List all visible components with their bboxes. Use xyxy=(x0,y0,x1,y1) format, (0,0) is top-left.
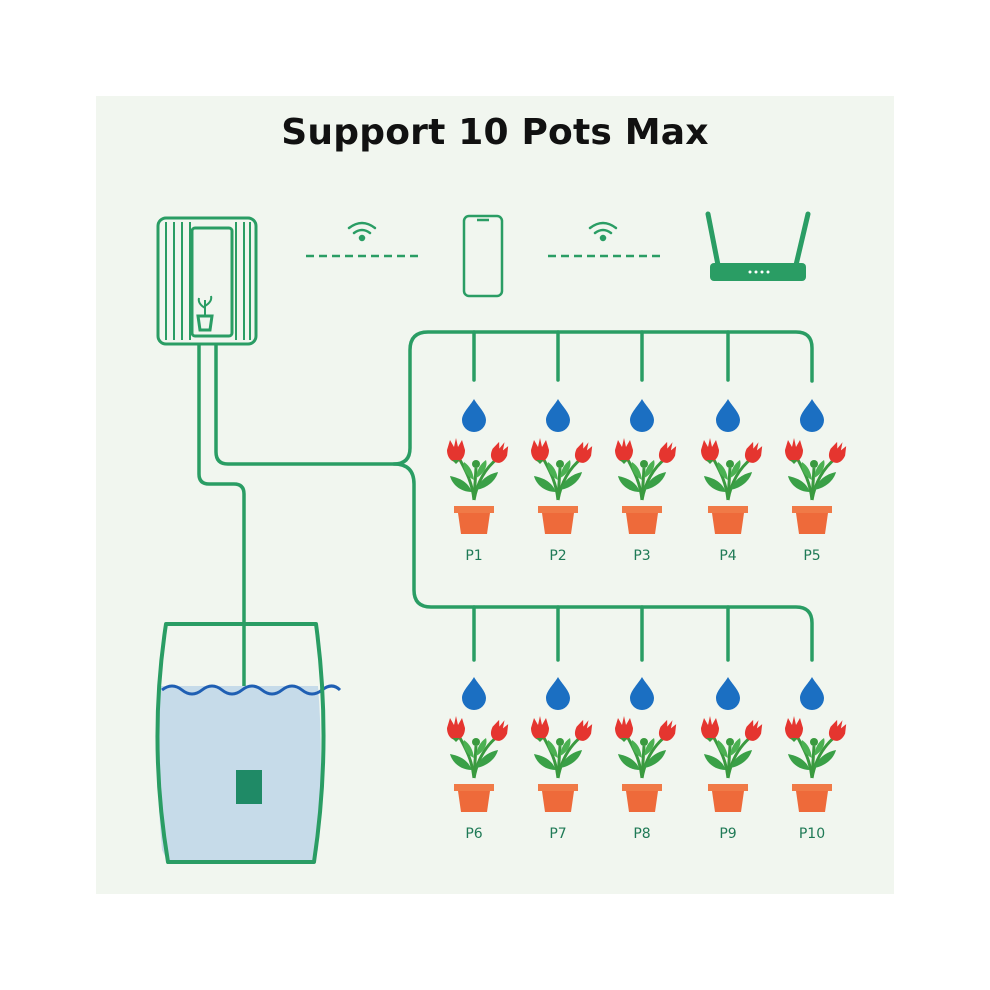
water-drop-icon xyxy=(716,399,740,432)
flower-icon xyxy=(613,714,682,780)
flower-icon xyxy=(529,714,598,780)
controller-device-icon xyxy=(156,216,258,346)
water-drop-icon xyxy=(800,677,824,710)
water-drop-icon xyxy=(462,399,486,432)
pot-label: P4 xyxy=(719,548,736,564)
smartphone-icon xyxy=(462,214,504,298)
pot-label: P9 xyxy=(719,826,736,842)
flower-icon xyxy=(445,436,514,502)
pot-label: P8 xyxy=(633,826,650,842)
flower-pot-icon xyxy=(792,506,832,534)
pot-label: P2 xyxy=(549,548,566,564)
water-pipes xyxy=(197,330,814,777)
flower-icon xyxy=(613,436,682,502)
flower-icon xyxy=(699,436,768,502)
pot-unit: P5 xyxy=(783,399,852,564)
water-surface xyxy=(161,684,342,696)
flower-pot-icon xyxy=(454,506,494,534)
water-tank xyxy=(155,622,342,864)
pot-unit: P6 xyxy=(445,677,514,842)
flower-icon xyxy=(783,714,852,780)
flower-pot-icon xyxy=(708,506,748,534)
water-drop-icon xyxy=(716,677,740,710)
diagram-title: Support 10 Pots Max xyxy=(281,112,709,153)
flower-pot-icon xyxy=(538,784,578,812)
flower-icon xyxy=(529,436,598,502)
water-drop-icon xyxy=(630,399,654,432)
pot-unit: P7 xyxy=(529,677,598,842)
pot-unit: P3 xyxy=(613,399,682,564)
wifi-icon xyxy=(347,221,377,242)
flower-pot-icon xyxy=(622,506,662,534)
pot-unit: P1 xyxy=(445,399,514,564)
pot-label: P10 xyxy=(799,826,825,842)
pump-icon xyxy=(236,770,262,804)
flower-pot-icon xyxy=(622,784,662,812)
pot-label: P5 xyxy=(803,548,820,564)
water-drop-icon xyxy=(630,677,654,710)
water-drop-icon xyxy=(546,677,570,710)
pot-label: P6 xyxy=(465,826,482,842)
pot-unit: P4 xyxy=(699,399,768,564)
pot-label: P3 xyxy=(633,548,650,564)
flower-pot-icon xyxy=(538,506,578,534)
flower-pot-icon xyxy=(708,784,748,812)
flower-icon xyxy=(699,714,768,780)
water-drop-icon xyxy=(462,677,486,710)
pot-label: P7 xyxy=(549,826,566,842)
pot-unit: P10 xyxy=(783,677,852,842)
wifi-icon xyxy=(588,221,618,242)
water-drop-icon xyxy=(546,399,570,432)
pot-unit: P8 xyxy=(613,677,682,842)
router-icon xyxy=(705,211,811,281)
water-drop-icon xyxy=(800,399,824,432)
flower-pot-icon xyxy=(792,784,832,812)
flower-icon xyxy=(445,714,514,780)
pot-label: P1 xyxy=(465,548,482,564)
flower-pot-icon xyxy=(454,784,494,812)
pot-unit: P2 xyxy=(529,399,598,564)
pot-unit: P9 xyxy=(699,677,768,842)
flower-icon xyxy=(783,436,852,502)
